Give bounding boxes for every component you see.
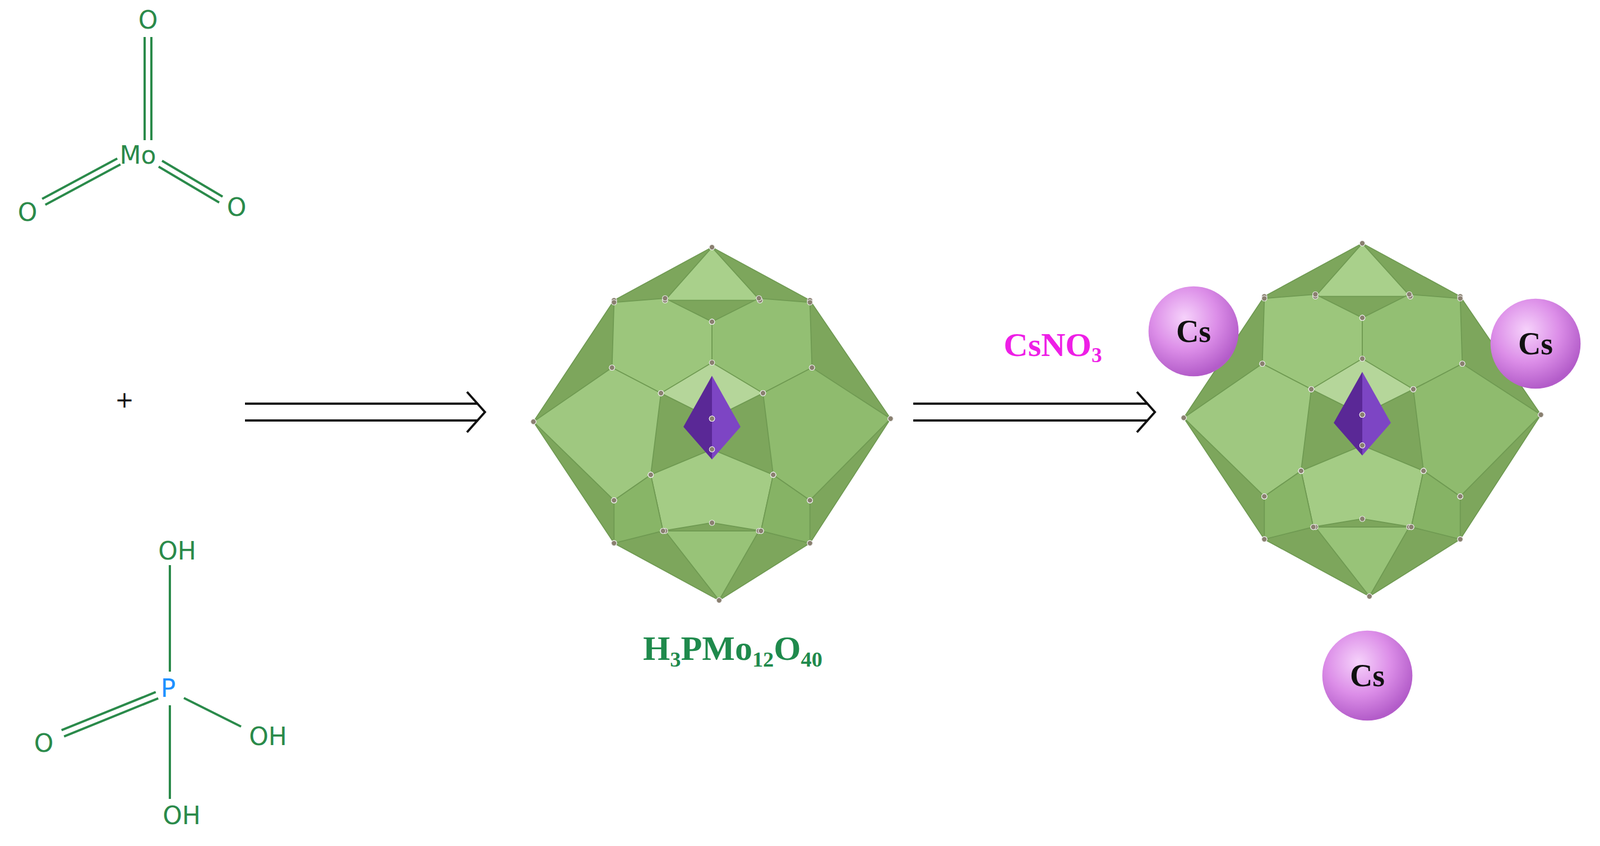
reaction-arrow [244, 391, 485, 433]
cesium-cation: Cs [1147, 285, 1240, 378]
cesium-cation: Cs [1321, 629, 1414, 722]
cesium-cation: Cs [1489, 297, 1582, 390]
atom-symbol: OH [158, 538, 197, 564]
keggin-cluster [1181, 240, 1544, 599]
atom-symbol: O [17, 200, 38, 225]
atom-symbol: OH [248, 724, 288, 749]
atom-symbol: Mo [119, 142, 157, 168]
cation-symbol: Cs [1349, 657, 1385, 694]
atom-symbol: OH [162, 803, 201, 829]
phosphate-tetrahedron [1333, 371, 1363, 456]
phosphate-tetrahedron [1362, 371, 1391, 456]
single-bond [169, 705, 171, 799]
phosphate-tetrahedron [711, 375, 741, 460]
double-bond [61, 691, 159, 737]
double-bond [42, 158, 121, 206]
reagent-formula: CsNO3 [1003, 327, 1102, 362]
double-bond [158, 160, 223, 203]
cation-symbol: Cs [1176, 313, 1211, 350]
atom-symbol: O [138, 7, 159, 33]
cation-symbol: Cs [1518, 325, 1553, 362]
compound-formula: H3PMo12O40 [643, 630, 823, 666]
atom-symbol: O [227, 195, 247, 220]
atom-symbol: P [160, 676, 177, 701]
reaction-arrow [913, 391, 1155, 433]
double-bond [144, 37, 152, 141]
plus-sign: + [114, 388, 134, 411]
single-bond [169, 565, 171, 672]
keggin-cluster [530, 244, 894, 603]
single-bond [183, 697, 242, 727]
atom-symbol: O [34, 731, 54, 756]
phosphate-tetrahedron [683, 375, 712, 460]
